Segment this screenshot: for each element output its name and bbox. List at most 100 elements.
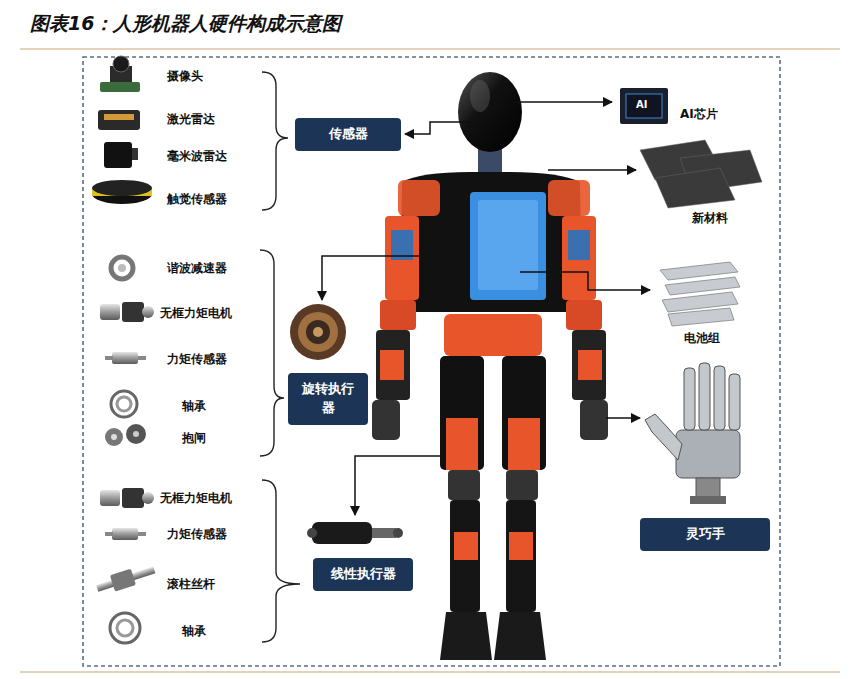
- part-name: AI芯片: [678, 106, 720, 123]
- robot-figure: [578, 350, 602, 380]
- robot-figure: [454, 532, 478, 560]
- actuator-pictures: [307, 528, 317, 538]
- robot-figure: [562, 216, 596, 300]
- leader-arrows: [322, 256, 436, 300]
- actuator-pictures: [393, 528, 403, 538]
- part-name: 触觉传感器: [165, 191, 229, 208]
- sensor-icons: [92, 56, 152, 204]
- sensor-icons: [104, 142, 132, 168]
- frame-lines: [83, 57, 780, 666]
- hand-picture: [729, 374, 740, 430]
- leader-arrows: [606, 417, 640, 419]
- linear-part-icons: [110, 569, 136, 592]
- part-name: 滚柱丝杆: [165, 576, 217, 593]
- leader-arrows: [355, 456, 446, 515]
- brackets: [262, 72, 288, 210]
- leader-arrows: [520, 272, 650, 290]
- hand-picture: [676, 430, 740, 478]
- right-part-icons: [620, 88, 762, 504]
- rotary-part-icons: [133, 431, 139, 437]
- part-name: 轴承: [180, 623, 208, 640]
- linear-part-icons: [122, 488, 144, 508]
- robot-figure: [380, 300, 416, 330]
- part-name: 谐波减速器: [165, 260, 229, 277]
- frame-lines: [20, 49, 840, 672]
- sensor-icons: [92, 180, 152, 196]
- robot-figure: [470, 80, 490, 112]
- linear-part-icons: [117, 620, 133, 636]
- leader-arrows: [322, 102, 650, 515]
- robot-figure: [450, 500, 480, 612]
- part-name: 毫米波雷达: [165, 148, 229, 165]
- robot-figure: [440, 612, 492, 660]
- robot-figure: [494, 612, 546, 660]
- brackets: [262, 480, 300, 642]
- linear-part-icons: [95, 562, 157, 597]
- linear-part-icons: [100, 490, 120, 506]
- box-label: 传感器: [303, 125, 393, 144]
- part-name: 轴承: [180, 398, 208, 415]
- part-name: 摄像头: [165, 68, 205, 85]
- part-name: 力矩传感器: [165, 526, 229, 543]
- rotary-part-icons: [112, 352, 138, 364]
- hand-picture: [645, 414, 682, 460]
- box-label: 旋转执行器: [296, 380, 360, 418]
- rotary-part-icons: [105, 356, 113, 360]
- box-label: 线性执行器: [321, 565, 405, 584]
- part-name: 无框力矩电机: [158, 490, 234, 507]
- brackets: [260, 250, 284, 456]
- hand-picture: [690, 496, 726, 504]
- right-part-icons: [640, 140, 762, 208]
- sensor-icons: [113, 56, 129, 72]
- part-name: 抱闸: [180, 430, 208, 447]
- leader-arrows: [548, 169, 636, 171]
- actuator-pictures: [372, 528, 396, 538]
- part-name: 新材料: [690, 210, 730, 227]
- leader-arrows: [515, 101, 612, 103]
- rotary-part-icons: [105, 428, 123, 446]
- rotary-part-icons: [111, 257, 133, 279]
- right-part-icons: [668, 308, 734, 326]
- robot-figure: [398, 180, 440, 216]
- robot-figure: [508, 418, 540, 470]
- hand-picture: [699, 363, 710, 430]
- rotary-part-icons: [126, 424, 146, 444]
- rotary-part-icons: [100, 257, 154, 446]
- hand-picture: [684, 368, 695, 430]
- rotary-part-icons: [138, 356, 146, 360]
- hand-picture: [696, 478, 720, 498]
- brackets: [260, 72, 300, 642]
- robot-figure: [385, 216, 419, 300]
- rotary-part-icons: [122, 302, 144, 322]
- robot-figure: [580, 400, 608, 440]
- frame-lines: [20, 672, 840, 673]
- robot-figure: [502, 356, 546, 470]
- robot-figure: [478, 200, 538, 290]
- rotary-part-icons: [111, 434, 117, 440]
- category-box: 灵巧手: [640, 518, 770, 551]
- category-box: 传感器: [295, 118, 401, 151]
- robot-figure: [444, 314, 542, 356]
- robot-figure: [566, 300, 602, 330]
- chip-mark: AI: [634, 99, 649, 110]
- part-name: 激光雷达: [165, 111, 217, 128]
- figure-title: 图表16：人形机器人硬件构成示意图: [30, 11, 341, 37]
- linear-part-icons: [142, 492, 154, 504]
- category-box: 线性执行器: [313, 558, 413, 591]
- robot-figure: [376, 330, 410, 400]
- robot-figure: [448, 470, 480, 500]
- category-box: 旋转执行器: [288, 373, 368, 425]
- robot-figure: [509, 532, 533, 560]
- rotary-part-icons: [142, 306, 154, 318]
- sensor-icons: [104, 114, 134, 120]
- robot-figure: [446, 418, 478, 470]
- part-name: 力矩传感器: [165, 351, 229, 368]
- robot-figure: [572, 330, 606, 400]
- part-name: 电池组: [682, 330, 722, 347]
- linear-part-icons: [96, 567, 155, 592]
- right-part-icons: [655, 168, 735, 208]
- right-part-icons: [626, 94, 662, 118]
- part-name: 无框力矩电机: [158, 305, 234, 322]
